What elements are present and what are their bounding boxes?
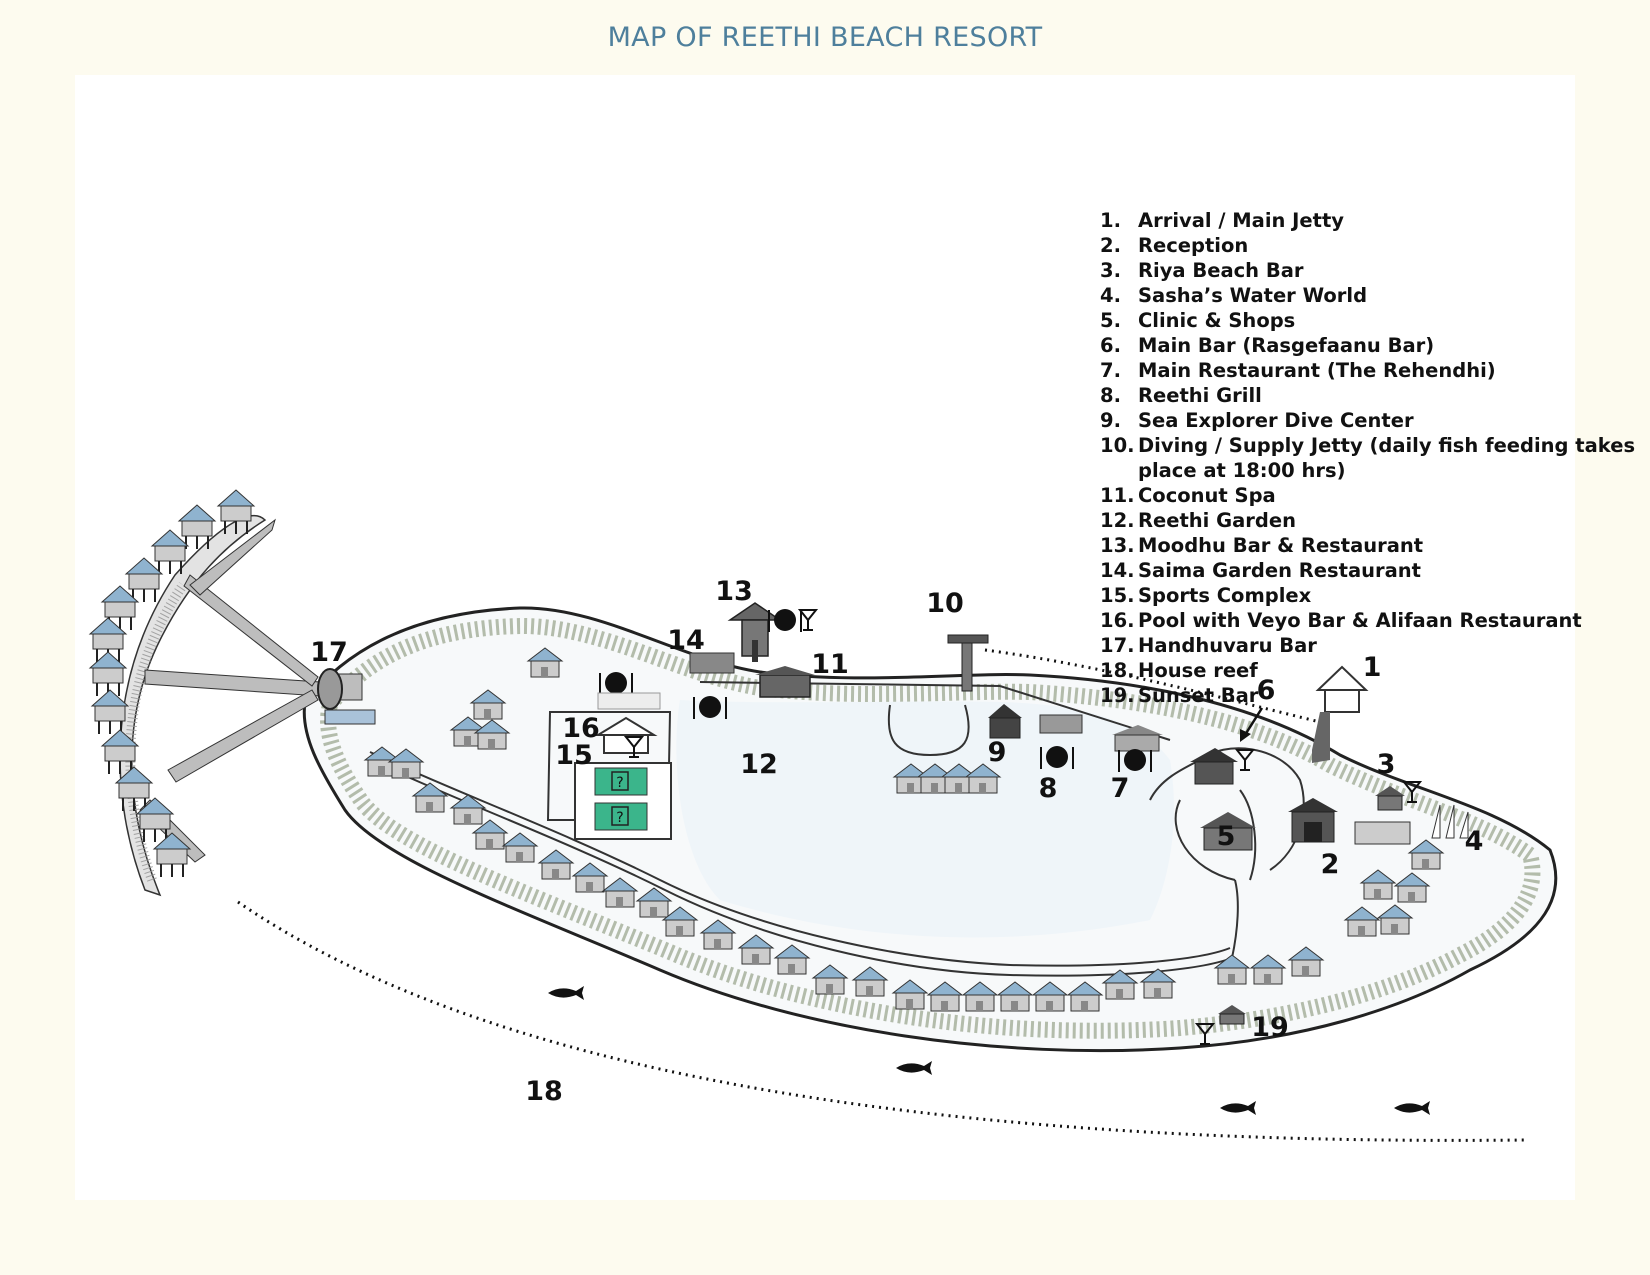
legend-item-label: Sasha’s Water World: [1138, 284, 1368, 307]
map-label-16: 16: [562, 713, 600, 744]
footpaths: [369, 681, 1305, 977]
vegetation-ring: [320, 617, 1541, 1039]
legend-item-label: Riya Beach Bar: [1138, 259, 1304, 282]
map-label-19: 19: [1251, 1012, 1289, 1043]
map-label-13: 13: [715, 576, 753, 607]
legend-item-label: Diving / Supply Jetty (daily fish feedin…: [1138, 434, 1636, 482]
map-label-10: 10: [926, 588, 964, 619]
legend-item-label: Reethi Grill: [1138, 384, 1262, 407]
legend-item: 13.Moodhu Bar & Restaurant: [1100, 533, 1640, 558]
map-label-6: 6: [1257, 675, 1276, 706]
reethi-garden-area: [676, 700, 1174, 938]
legend-item-label: Clinic & Shops: [1138, 309, 1296, 332]
legend-item: 8.Reethi Grill: [1100, 383, 1640, 408]
house-reef-line: [237, 900, 1526, 1142]
legend-item-label: Saima Garden Restaurant: [1138, 559, 1421, 582]
legend-item: 3.Riya Beach Bar: [1100, 258, 1640, 283]
map-label-1: 1: [1363, 652, 1382, 683]
legend-item-label: Sports Complex: [1138, 584, 1312, 607]
legend-item-label: Arrival / Main Jetty: [1138, 209, 1345, 232]
pool-facility: [594, 716, 658, 758]
map-panel: ? ?: [75, 75, 1635, 1200]
map-label-14: 14: [667, 625, 705, 656]
legend-item: 15.Sports Complex: [1100, 583, 1640, 608]
legend-item: 9.Sea Explorer Dive Center: [1100, 408, 1640, 433]
map-label-9: 9: [988, 737, 1007, 768]
legend-item: 5.Clinic & Shops: [1100, 308, 1640, 333]
legend-item-label: Moodhu Bar & Restaurant: [1138, 534, 1424, 557]
legend-item: 18.House reef: [1100, 658, 1640, 683]
map-label-15: 15: [555, 740, 593, 771]
legend-item-label: Reception: [1138, 234, 1249, 257]
map-label-5: 5: [1217, 821, 1236, 852]
legend-item-label: Sunset Bar: [1138, 684, 1259, 707]
legend-item-label: Pool with Veyo Bar & Alifaan Restaurant: [1138, 609, 1582, 632]
legend-item: 1.Arrival / Main Jetty: [1100, 208, 1640, 233]
map-label-12: 12: [740, 749, 778, 780]
map-number-labels: 1 2 3 4 5 6 7 8 9 10 11 12 13 14 15 16 1…: [310, 576, 1483, 1107]
resort-buildings: [597, 602, 1469, 1045]
map-label-11: 11: [811, 649, 849, 680]
legend-item: 16.Pool with Veyo Bar & Alifaan Restaura…: [1100, 608, 1640, 633]
map-label-18: 18: [525, 1076, 563, 1107]
legend-item: 4.Sasha’s Water World: [1100, 283, 1640, 308]
map-label-7: 7: [1111, 773, 1130, 804]
water-villa-jetty: [119, 514, 376, 897]
map-label-2: 2: [1321, 849, 1340, 880]
map-label-4: 4: [1465, 826, 1484, 857]
legend-item-label: Main Bar (Rasgefaanu Bar): [1138, 334, 1435, 357]
label-6-arrow: [1243, 707, 1264, 736]
sports-complex: ? ?: [574, 762, 672, 840]
map-title: MAP OF REETHI BEACH RESORT: [607, 22, 1043, 53]
legend-item: 12.Reethi Garden: [1100, 508, 1640, 533]
legend-item-label: Sea Explorer Dive Center: [1138, 409, 1414, 432]
court-mark-1: ?: [616, 775, 623, 791]
legend-item-label: House reef: [1138, 659, 1258, 682]
legend-item: 14.Saima Garden Restaurant: [1100, 558, 1640, 583]
map-label-3: 3: [1377, 749, 1396, 780]
legend-item: 19.Sunset Bar: [1100, 683, 1640, 708]
legend-item: 7.Main Restaurant (The Rehendhi): [1100, 358, 1640, 383]
map-label-17: 17: [310, 637, 348, 668]
legend-item: 10.Diving / Supply Jetty (daily fish fee…: [1100, 433, 1640, 483]
legend-item: 2.Reception: [1100, 233, 1640, 258]
legend-item-label: Handhuvaru Bar: [1138, 634, 1317, 657]
legend-item-label: Main Restaurant (The Rehendhi): [1138, 359, 1496, 382]
legend-item: 17.Handhuvaru Bar: [1100, 633, 1640, 658]
legend-item-label: Reethi Garden: [1138, 509, 1296, 532]
legend-item-label: Coconut Spa: [1138, 484, 1276, 507]
legend-item: 6.Main Bar (Rasgefaanu Bar): [1100, 333, 1640, 358]
legend-item: 11.Coconut Spa: [1100, 483, 1640, 508]
map-legend: 1.Arrival / Main Jetty 2.Reception 3.Riy…: [1100, 208, 1640, 708]
map-label-8: 8: [1039, 773, 1058, 804]
court-mark-2: ?: [616, 810, 623, 826]
island-map: ? ?: [89, 489, 1558, 1142]
